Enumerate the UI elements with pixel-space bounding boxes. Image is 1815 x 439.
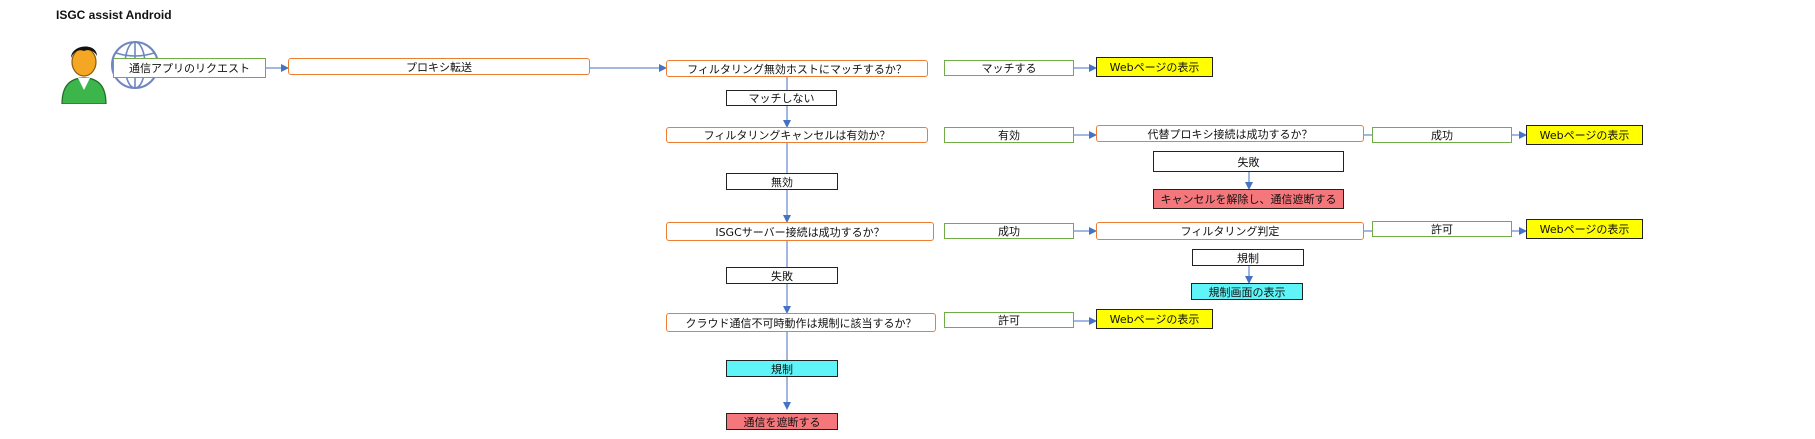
user-icon xyxy=(58,38,110,105)
allow-label: 許可 xyxy=(944,312,1074,328)
server-success-label: 成功 xyxy=(944,223,1074,239)
filter-disabled-host-question: フィルタリング無効ホストにマッチするか？ xyxy=(666,60,928,77)
alt-fail-label: 失敗 xyxy=(1153,151,1344,172)
diagram-title: ISGC assist Android xyxy=(56,8,172,22)
web-display-result: Webページの表示 xyxy=(1096,57,1213,77)
request-node: 通信アプリのリクエスト xyxy=(113,58,266,78)
filter-cancel-question: フィルタリングキャンセルは有効か？ xyxy=(666,127,928,143)
filter-judge-node: フィルタリング判定 xyxy=(1096,222,1364,240)
isgc-server-question: ISGCサーバー接続は成功するか？ xyxy=(666,222,934,241)
alt-proxy-question: 代替プロキシ接続は成功するか？ xyxy=(1096,125,1364,142)
block-comm-result: 通信を遮断する xyxy=(726,413,838,430)
no-match-label: マッチしない xyxy=(726,90,837,106)
web-display-result: Webページの表示 xyxy=(1526,219,1643,239)
allow-label: 許可 xyxy=(1372,221,1512,237)
regulation-screen-result: 規制画面の表示 xyxy=(1191,283,1303,300)
web-display-result: Webページの表示 xyxy=(1526,125,1643,145)
cloud-unavailable-question: クラウド通信不可時動作は規制に該当するか？ xyxy=(666,313,936,332)
web-display-result: Webページの表示 xyxy=(1096,309,1213,329)
invalid-label: 無効 xyxy=(726,173,838,190)
regulation-label: 規制 xyxy=(1192,249,1304,266)
match-label: マッチする xyxy=(944,60,1074,76)
valid-label: 有効 xyxy=(944,127,1074,143)
server-fail-label: 失敗 xyxy=(726,267,838,284)
alt-success-label: 成功 xyxy=(1372,127,1512,143)
regulation-label: 規制 xyxy=(726,360,838,377)
proxy-transfer-node: プロキシ転送 xyxy=(288,58,590,75)
cancel-release-block-result: キャンセルを解除し、通信遮断する xyxy=(1153,189,1344,209)
